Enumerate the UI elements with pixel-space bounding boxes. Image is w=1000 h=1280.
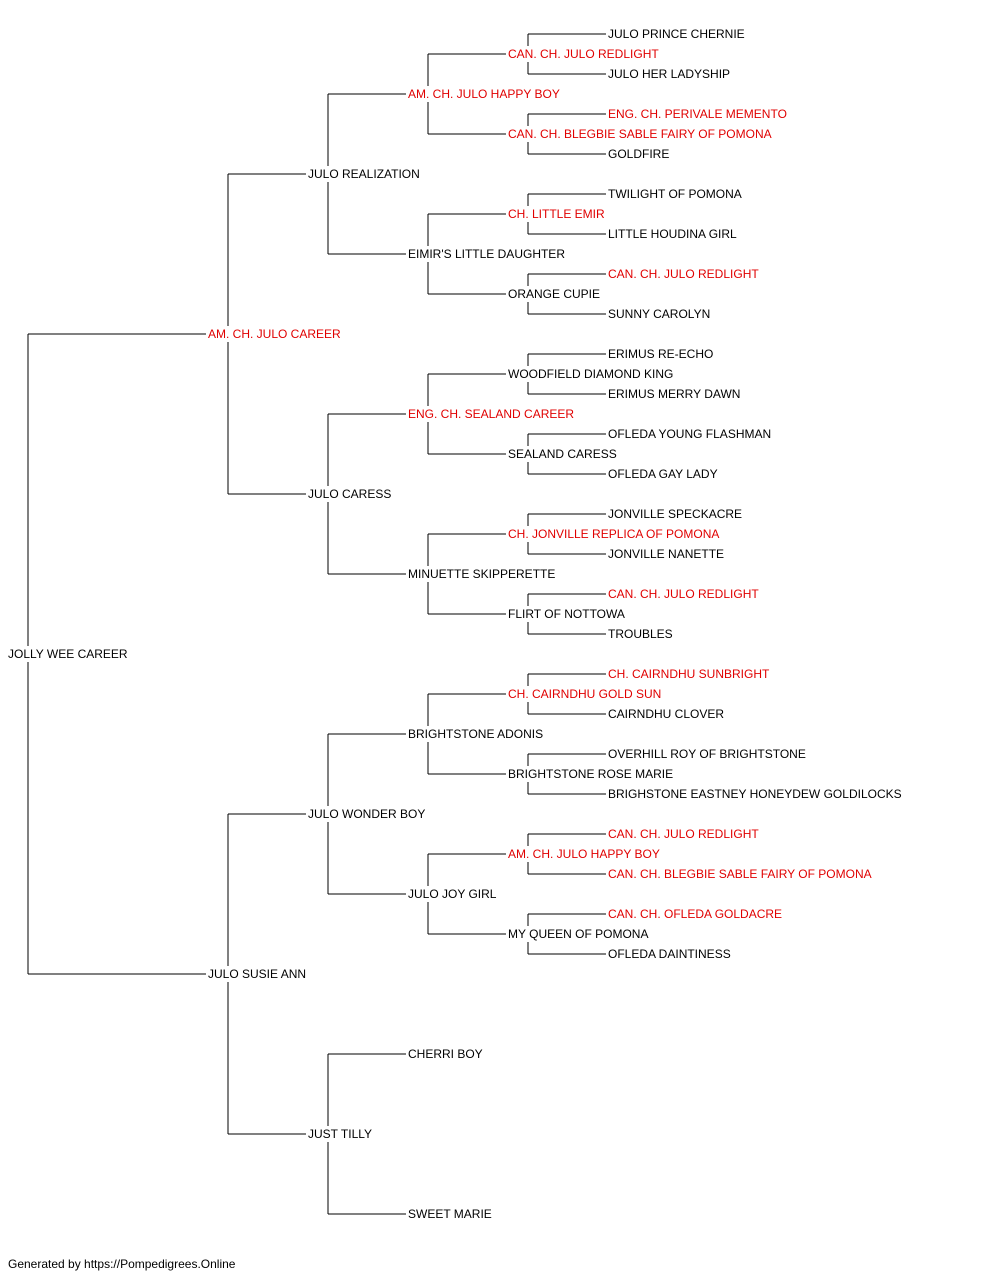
pedigree-node: CAN. CH. BLEGBIE SABLE FAIRY OF POMONA <box>508 127 772 141</box>
pedigree-node: GOLDFIRE <box>608 147 670 161</box>
pedigree-node: BRIGHTSTONE ROSE MARIE <box>508 767 674 781</box>
pedigree-node: BRIGHTSTONE ADONIS <box>408 727 544 741</box>
footer-credit: Generated by https://Pompedigrees.Online <box>8 1257 236 1271</box>
pedigree-node: JULO PRINCE CHERNIE <box>608 27 745 41</box>
pedigree-node: ENG. CH. SEALAND CAREER <box>408 407 575 421</box>
pedigree-node: JONVILLE SPECKACRE <box>608 507 743 521</box>
pedigree-node: CAN. CH. OFLEDA GOLDACRE <box>608 907 783 921</box>
pedigree-node: JULO REALIZATION <box>308 167 420 181</box>
pedigree-node: OFLEDA DAINTINESS <box>608 947 731 961</box>
pedigree-node: EIMIR'S LITTLE DAUGHTER <box>408 247 565 261</box>
pedigree-node: JOLLY WEE CAREER <box>8 647 128 661</box>
pedigree-node: SUNNY CAROLYN <box>608 307 711 321</box>
pedigree-node: CAN. CH. JULO REDLIGHT <box>608 827 759 841</box>
pedigree-node: CHERRI BOY <box>408 1047 483 1061</box>
pedigree-node: WOODFIELD DIAMOND KING <box>508 367 674 381</box>
pedigree-node: CAN. CH. BLEGBIE SABLE FAIRY OF POMONA <box>608 867 872 881</box>
pedigree-node: ORANGE CUPIE <box>508 287 601 301</box>
pedigree-node: OFLEDA GAY LADY <box>608 467 718 481</box>
pedigree-node: JULO SUSIE ANN <box>208 967 307 981</box>
pedigree-node: CH. CAIRNDHU GOLD SUN <box>508 687 662 701</box>
pedigree-node: OFLEDA YOUNG FLASHMAN <box>608 427 772 441</box>
pedigree-node: JUST TILLY <box>308 1127 373 1141</box>
pedigree-node: AM. CH. JULO HAPPY BOY <box>508 847 660 861</box>
pedigree-node: CH. LITTLE EMIR <box>508 207 605 221</box>
pedigree-node: JULO CARESS <box>308 487 392 501</box>
pedigree-node: CAIRNDHU CLOVER <box>608 707 725 721</box>
pedigree-node: ERIMUS RE-ECHO <box>608 347 714 361</box>
pedigree-node: ENG. CH. PERIVALE MEMENTO <box>608 107 787 121</box>
pedigree-node: LITTLE HOUDINA GIRL <box>608 227 737 241</box>
pedigree-node: TWILIGHT OF POMONA <box>608 187 742 201</box>
pedigree-node: AM. CH. JULO CAREER <box>208 327 341 341</box>
pedigree-node: JONVILLE NANETTE <box>608 547 725 561</box>
pedigree-node: MINUETTE SKIPPERETTE <box>408 567 556 581</box>
pedigree-node: MY QUEEN OF POMONA <box>508 927 649 941</box>
pedigree-node: JULO HER LADYSHIP <box>608 67 731 81</box>
pedigree-node: OVERHILL ROY OF BRIGHTSTONE <box>608 747 806 761</box>
pedigree-node: AM. CH. JULO HAPPY BOY <box>408 87 560 101</box>
pedigree-node: CAN. CH. JULO REDLIGHT <box>608 587 759 601</box>
pedigree-node: CAN. CH. JULO REDLIGHT <box>508 47 659 61</box>
pedigree-node: JULO JOY GIRL <box>408 887 497 901</box>
pedigree-node: CH. CAIRNDHU SUNBRIGHT <box>608 667 770 681</box>
pedigree-node: CAN. CH. JULO REDLIGHT <box>608 267 759 281</box>
pedigree-node: TROUBLES <box>608 627 673 641</box>
pedigree-node: BRIGHSTONE EASTNEY HONEYDEW GOLDILOCKS <box>608 787 902 801</box>
pedigree-node: ERIMUS MERRY DAWN <box>608 387 741 401</box>
pedigree-node: CH. JONVILLE REPLICA OF POMONA <box>508 527 720 541</box>
pedigree-node: SWEET MARIE <box>408 1207 492 1221</box>
pedigree-node: FLIRT OF NOTTOWA <box>508 607 625 621</box>
pedigree-node: SEALAND CARESS <box>508 447 617 461</box>
pedigree-node: JULO WONDER BOY <box>308 807 426 821</box>
